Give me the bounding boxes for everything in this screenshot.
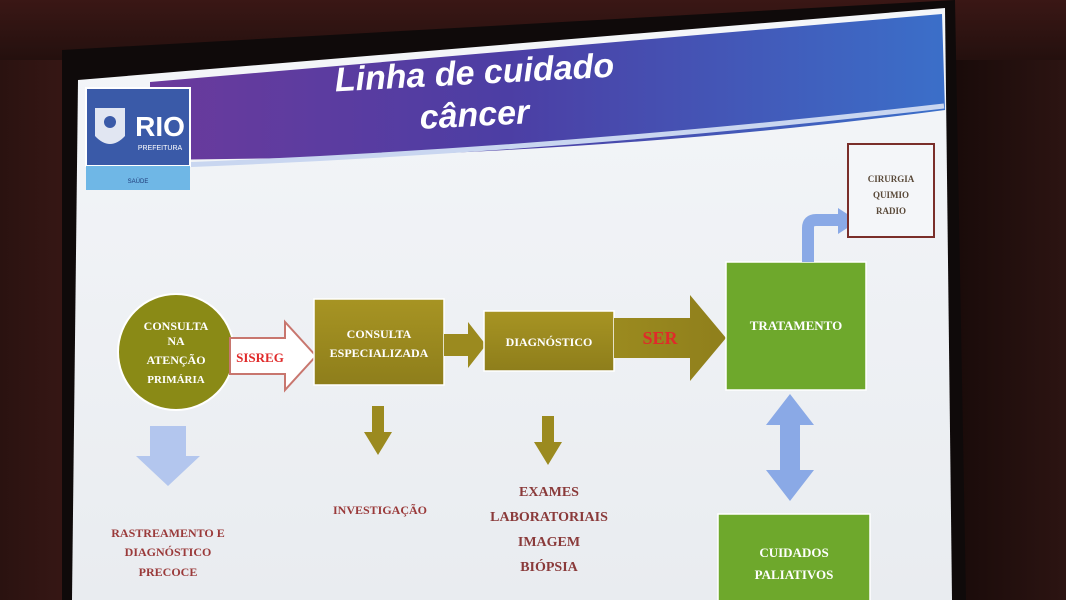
ser-label: SER: [642, 328, 678, 348]
palliative-care-box: [717, 513, 871, 600]
logo-department: SAÚDE: [128, 178, 149, 185]
therapy-connector: [802, 214, 840, 262]
bidirectional-arrow-icon: [766, 394, 814, 501]
rio-prefeitura-logo: RIO PREFEITURA SAÚDE: [85, 87, 191, 190]
slide-title-line2: câncer: [419, 93, 532, 137]
banner-swoosh: [179, 103, 945, 168]
ser-arrow: [614, 295, 726, 381]
exams-down-arrow: [534, 416, 562, 465]
start-line3: ATENÇÃO: [146, 353, 205, 367]
start-line4: PRIMÁRIA: [147, 374, 204, 386]
therapy-box: [847, 143, 935, 238]
diagnosis-box: [483, 310, 615, 372]
screening-line2: DIAGNÓSTICO: [125, 545, 212, 559]
screening-line1: RASTREAMENTO E: [111, 526, 224, 540]
title-banner: [150, 14, 945, 160]
palliative-line2: PALIATIVOS: [755, 567, 834, 582]
flow-arrow-2: [444, 322, 486, 368]
start-line2: NA: [167, 334, 185, 348]
treatment-label: TRATAMENTO: [750, 318, 842, 333]
investigation-down-arrow: [364, 406, 392, 455]
investigation-label: INVESTIGAÇÃO: [333, 503, 427, 517]
therapy-line3: RADIO: [876, 206, 906, 216]
exams-line2: LABORATORIAIS: [490, 510, 608, 525]
exams-line4: BIÓPSIA: [520, 558, 578, 575]
logo-subtitle: PREFEITURA: [138, 145, 183, 152]
logo-name: RIO: [135, 111, 185, 142]
sisreg-arrow: [229, 319, 318, 393]
therapy-line2: QUIMIO: [873, 190, 909, 200]
treatment-box: [725, 261, 867, 391]
primary-care-circle: [117, 293, 235, 411]
screening-line3: PRECOCE: [139, 565, 198, 579]
specialized-line2: ESPECIALIZADA: [330, 346, 429, 360]
screening-down-arrow: [136, 426, 200, 486]
exams-line3: IMAGEM: [518, 535, 580, 550]
start-line1: CONSULTA: [144, 319, 209, 333]
exams-line1: EXAMES: [519, 485, 579, 500]
specialized-consult-box: [313, 298, 445, 386]
palliative-line1: CUIDADOS: [759, 545, 828, 560]
diagnosis-label: DIAGNÓSTICO: [506, 335, 593, 349]
therapy-line1: CIRURGIA: [868, 174, 915, 184]
coat-of-arms-icon: [95, 108, 125, 144]
sisreg-label: SISREG: [236, 350, 284, 365]
specialized-line1: CONSULTA: [347, 327, 412, 341]
